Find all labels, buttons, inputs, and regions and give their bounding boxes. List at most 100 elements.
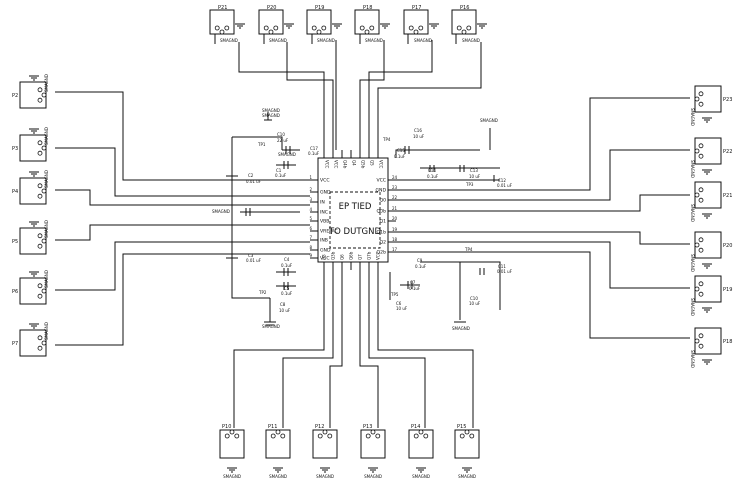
connector-ground-label: SMAGND	[269, 474, 287, 479]
ic-left-pin-name: VCC	[320, 178, 330, 184]
component-label: C1	[276, 168, 282, 173]
connector-ref: P2	[12, 93, 18, 99]
connector-pin	[41, 340, 47, 346]
connector-pin	[37, 97, 43, 103]
connector-pin	[234, 433, 240, 439]
component-label: 0.01 uF	[246, 179, 262, 184]
connector-ref: P14	[411, 424, 420, 430]
component-label: C5	[284, 286, 290, 291]
connector-pin	[694, 286, 700, 292]
connector-ground-label: SMAGND	[365, 38, 383, 43]
ground-icon	[29, 128, 39, 134]
component-label: C3	[248, 253, 254, 258]
connector-ref: P18	[723, 339, 732, 345]
ic-right-pin-number: 18	[392, 237, 398, 242]
ic-left-pin-name: GND	[320, 190, 331, 196]
connector-ref: P20	[267, 5, 276, 11]
ground-icon	[702, 263, 712, 269]
connector-body	[312, 429, 338, 459]
connector-body	[403, 9, 429, 35]
component-label: 0.1uF	[427, 174, 439, 179]
ic-left-pin-number: 4	[309, 207, 312, 212]
connector-pin	[698, 281, 704, 287]
connector-ground-label: SMAGND	[462, 38, 480, 43]
ic-top-pin-name: Q4	[352, 160, 357, 166]
component-label: TP4	[464, 247, 473, 252]
ic-left-pin-number: 3	[309, 197, 312, 202]
component-label: C17	[310, 146, 318, 151]
component-label: 10 uF	[413, 134, 425, 139]
connector-ground-label: SMAGND	[690, 254, 695, 272]
connector-pin	[370, 429, 376, 435]
component-label: SMAGND	[212, 209, 230, 214]
connector-pin	[224, 433, 230, 439]
ic-right-pin-number: 23	[392, 185, 398, 190]
connector-pin	[37, 183, 43, 189]
component-label: 22 uF	[277, 138, 289, 143]
connector-pin	[41, 288, 47, 294]
ground-icon	[702, 213, 712, 219]
ic-right-pin-name: Q1	[379, 219, 386, 225]
connector-pin	[694, 242, 700, 248]
connector-ref: P11	[268, 424, 277, 430]
connector-pin	[316, 29, 322, 35]
connector-ref: P20	[723, 243, 732, 249]
component-label: 0.1uF	[409, 286, 421, 291]
component-label: C10	[470, 296, 478, 301]
connector-ground-label: SMAGND	[414, 38, 432, 43]
ic-left-pin-number: 8	[309, 245, 312, 250]
connector-ground-label: SMAGND	[44, 170, 49, 188]
connector-pin	[359, 25, 365, 31]
ic-top-pin-name: VCC	[325, 160, 330, 169]
ground-icon	[702, 117, 712, 123]
connector-pin	[41, 238, 47, 244]
connector-pin	[466, 25, 472, 31]
connector-pin	[317, 433, 323, 439]
connector-pin	[375, 433, 381, 439]
connector-pin	[37, 193, 43, 199]
connector-pin	[694, 148, 700, 154]
connector-ground-label: SMAGND	[269, 38, 287, 43]
ic-right-pin-name: GND	[375, 188, 386, 194]
component-label: C9	[417, 258, 423, 263]
connector-pin	[461, 29, 467, 35]
connector-pin	[37, 243, 43, 249]
connector-pin	[275, 429, 281, 435]
connector-pin	[698, 101, 704, 107]
component-label: 0.1uF	[281, 291, 293, 296]
connector-ref: P3	[12, 146, 18, 152]
connector-pin	[698, 153, 704, 159]
connector-pin	[369, 25, 375, 31]
ic-right-pin-name: Q0	[379, 198, 386, 204]
ic-right-pin-number: 24	[392, 175, 398, 180]
connector-pin	[229, 429, 235, 435]
ground-icon	[235, 23, 245, 29]
component-label: C4	[284, 257, 290, 262]
ic-center-text-line2: TO DUTGND	[328, 227, 381, 237]
ground-icon	[462, 467, 472, 473]
ic-right-pin-name: Q1b	[377, 230, 387, 236]
ground-icon	[320, 467, 330, 473]
connector-ground-label: SMAGND	[690, 298, 695, 316]
connector-ref: P21	[218, 5, 227, 11]
connector-pin	[322, 429, 328, 435]
ic-bottom-pin-name: VCC	[376, 251, 381, 260]
connector-ref: P4	[12, 189, 18, 195]
component-label: 10 uF	[469, 301, 481, 306]
connector-pin	[694, 192, 700, 198]
wiring	[55, 24, 690, 428]
connector-ground-label: SMAGND	[364, 474, 382, 479]
connector-ground-label: SMAGND	[220, 38, 238, 43]
connector-pin	[698, 91, 704, 97]
component-label: SMAGND	[278, 152, 296, 157]
component-label: TP3	[465, 182, 474, 187]
connector-pin	[456, 25, 462, 31]
ground-icon	[477, 23, 487, 29]
